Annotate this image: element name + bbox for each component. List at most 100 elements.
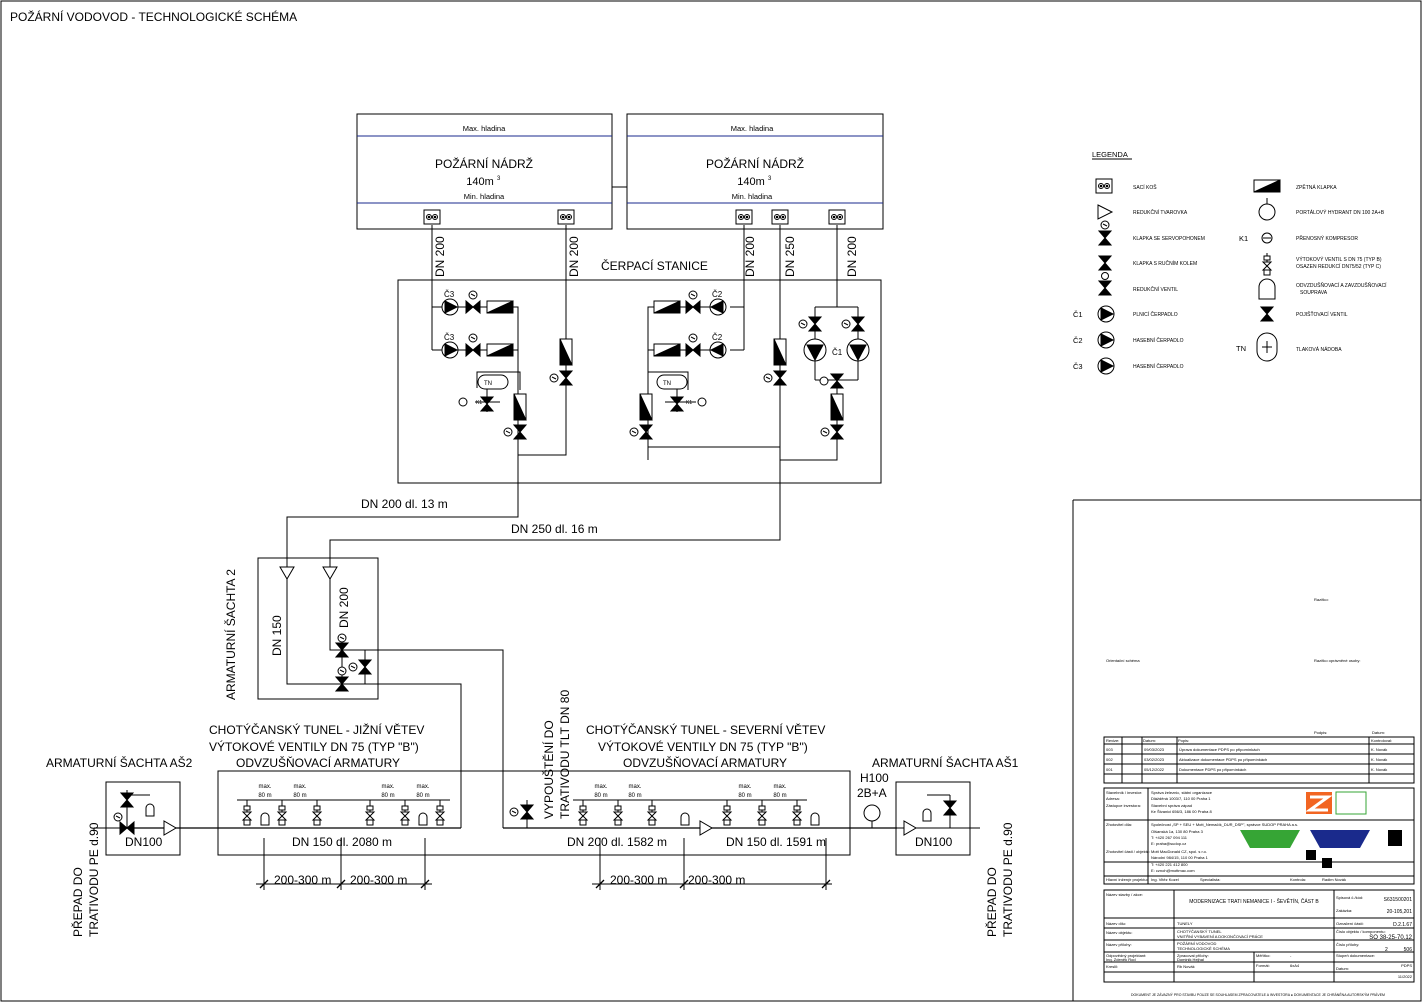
dimension-label: 200-300 m <box>274 873 331 887</box>
servo-icon <box>841 319 851 329</box>
tb-cell: Datum: <box>1143 738 1156 743</box>
servo-valve-icon <box>1098 230 1112 246</box>
north-tunnel-line1: CHOTÝČANSKÝ TUNEL - SEVERNÍ VĚTEV <box>586 722 825 737</box>
legend-item: PLNICÍ ČERPADLO <box>1133 311 1178 318</box>
pipe-label-dn200: DN 200 <box>743 236 757 277</box>
check-valve-icon <box>653 343 681 357</box>
servo-icon <box>688 290 698 300</box>
reducer-icon <box>163 820 177 836</box>
legend-tag: K1 <box>1239 234 1248 243</box>
legend: LEGENDA Č1 Č2 Č3 SACÍ KOŠ REDUKČNÍ TVARO… <box>1073 150 1387 375</box>
butterfly-valve-icon <box>685 300 701 314</box>
tb-cell: Dominik Hejhal <box>1177 957 1204 962</box>
revision-cell: Aktualizace dokumentace PDPS po připomín… <box>1179 757 1267 762</box>
valve-tag-max: max. <box>628 784 641 790</box>
butterfly-valve-icon <box>465 343 481 357</box>
pump-icon <box>1097 305 1115 323</box>
pressure-vessel-tag: TN <box>484 381 492 387</box>
tb-cell: 20-105,201 <box>1387 909 1413 915</box>
dimension-north: 200-300 m 200-300 m <box>592 838 832 890</box>
tb-cell: Odpovědný projektant: <box>1106 953 1146 958</box>
drain-line2: TRATIVODU TLT DN 80 <box>558 690 572 819</box>
servo-icon <box>337 633 347 643</box>
compressor-icon <box>697 397 707 407</box>
outlet-valve-icon <box>613 802 623 826</box>
valve-shaft-2 <box>257 557 379 700</box>
fire-pump-icon <box>803 338 827 362</box>
legend-item: PORTÁLOVÝ HYDRANT DN 100 2A+B <box>1296 209 1385 216</box>
check-valve-icon <box>639 393 653 421</box>
as2-label: ARMATURNÍ ŠACHTA AŠ2 <box>46 755 193 770</box>
sudop-brno-logo <box>1310 830 1370 848</box>
valve-shaft-as1 <box>895 781 971 856</box>
south-tunnel-line2: VÝTOKOVÉ VENTILY DN 75 (TYP "B") <box>209 739 419 754</box>
butterfly-valve-icon <box>808 316 822 332</box>
tb-cell: Číslo přílohy: <box>1336 942 1359 947</box>
tb-cell: CHOTÝČANSKÝ TUNEL <box>1177 929 1222 934</box>
reducer-icon <box>1097 204 1114 220</box>
tb-cell: Ing. Zdeněk Rod <box>1106 957 1136 962</box>
outlet-valve-icon <box>365 802 375 826</box>
legend-item: HASEBNÍ ČERPADLO <box>1133 363 1184 370</box>
tb-cell: Označení části: <box>1336 921 1364 926</box>
legend-item: PŘENOSNÝ KOMPRESOR <box>1296 234 1358 242</box>
servo-icon <box>503 427 513 437</box>
tb-cell: Zástupce investora: <box>1106 803 1141 808</box>
servo-icon <box>348 662 358 672</box>
drain-line1: VYPOUŠTĚNÍ DO <box>541 720 556 819</box>
tb-project-name: MODERNIZACE TRATI NEMANICE I - ŠEVĚTÍN, … <box>1189 897 1319 905</box>
tb-cell: D.2.1.67 <box>1393 922 1412 928</box>
tb-cell: Ke Štvanici 656/3, 186 00 Praha 8 <box>1151 809 1212 814</box>
legend-item: VÝTOKOVÝ VENTIL S DN 75 (TYP B) <box>1296 256 1382 263</box>
butterfly-valve-icon <box>851 316 865 332</box>
servo-icon <box>468 333 478 343</box>
valve-tag-max: max. <box>773 784 786 790</box>
tb-cell: Olšanská 1a, 130 80 Praha 3 <box>1151 829 1204 834</box>
tb-cell: 6xA4 <box>1290 963 1300 968</box>
fire-pump-icon <box>846 338 870 362</box>
pump-icon <box>441 298 459 316</box>
revision-cell: 05/12/2022 <box>1144 767 1165 772</box>
outlet-valve-icon <box>277 802 287 826</box>
tb-cell: Popis: <box>1178 738 1189 743</box>
tb-cell: Adresa: <box>1106 796 1120 801</box>
check-valve-icon <box>653 300 681 314</box>
manual-valve-icon <box>1098 255 1112 271</box>
tb-cell: SO 38-25-70.12 <box>1369 935 1412 941</box>
pump-tag-c3: Č3 <box>444 290 455 299</box>
tb-cell: - <box>1290 953 1292 958</box>
check-valve-icon <box>830 393 844 421</box>
air-valve-icon <box>418 812 428 826</box>
pipe-label-dn200: DN 200 <box>337 587 351 628</box>
tb-cell: VNITŘNÍ VYBAVENÍ A DOKONČOVACÍ PRÁCE <box>1177 934 1263 939</box>
reducer-icon <box>279 566 295 580</box>
valve-tag-length: 80 m <box>773 793 786 799</box>
outlet-valve-icon <box>578 802 588 826</box>
servo-icon <box>1100 220 1110 230</box>
servo-icon <box>688 333 698 343</box>
pressure-vessel-icon <box>656 374 688 390</box>
hydrant-line2: 2B+A <box>857 786 887 800</box>
south-tunnel-line1: CHOTÝČANSKÝ TUNEL - JIŽNÍ VĚTEV <box>209 722 424 737</box>
transfer-line1: PŘEPAD DO <box>70 867 85 937</box>
tank1-max-level: Max. hladina <box>463 124 506 133</box>
page-title: POŽÁRNÍ VODOVOD - TECHNOLOGICKÉ SCHÉMA <box>10 9 297 24</box>
pump-tag-c1: Č1 <box>832 348 843 357</box>
servo-icon <box>820 427 830 437</box>
title-block: Razítko: Orientační schéma Razítko opráv… <box>1103 597 1415 997</box>
tb-date-label: Datum: <box>1372 730 1385 735</box>
tb-cell: 11/2022 <box>1398 974 1413 979</box>
tb-cell: T: +420 221 412 800 <box>1151 862 1188 867</box>
revision-cell: K. Novák <box>1371 757 1387 762</box>
pump-tag-c3: Č3 <box>444 333 455 342</box>
legend-tag: Č3 <box>1073 362 1083 371</box>
check-valve-icon <box>513 393 527 421</box>
valve-tag-max: max. <box>416 784 429 790</box>
valve-tag-length: 80 m <box>381 793 394 799</box>
revision-cell: K. Novák <box>1371 767 1387 772</box>
legend-item: KLAPKA SE SERVOPOHONEM <box>1133 236 1205 242</box>
fire-tank-2: Max. hladina POŽÁRNÍ NÁDRŽ 140m 3 Min. h… <box>626 113 884 230</box>
